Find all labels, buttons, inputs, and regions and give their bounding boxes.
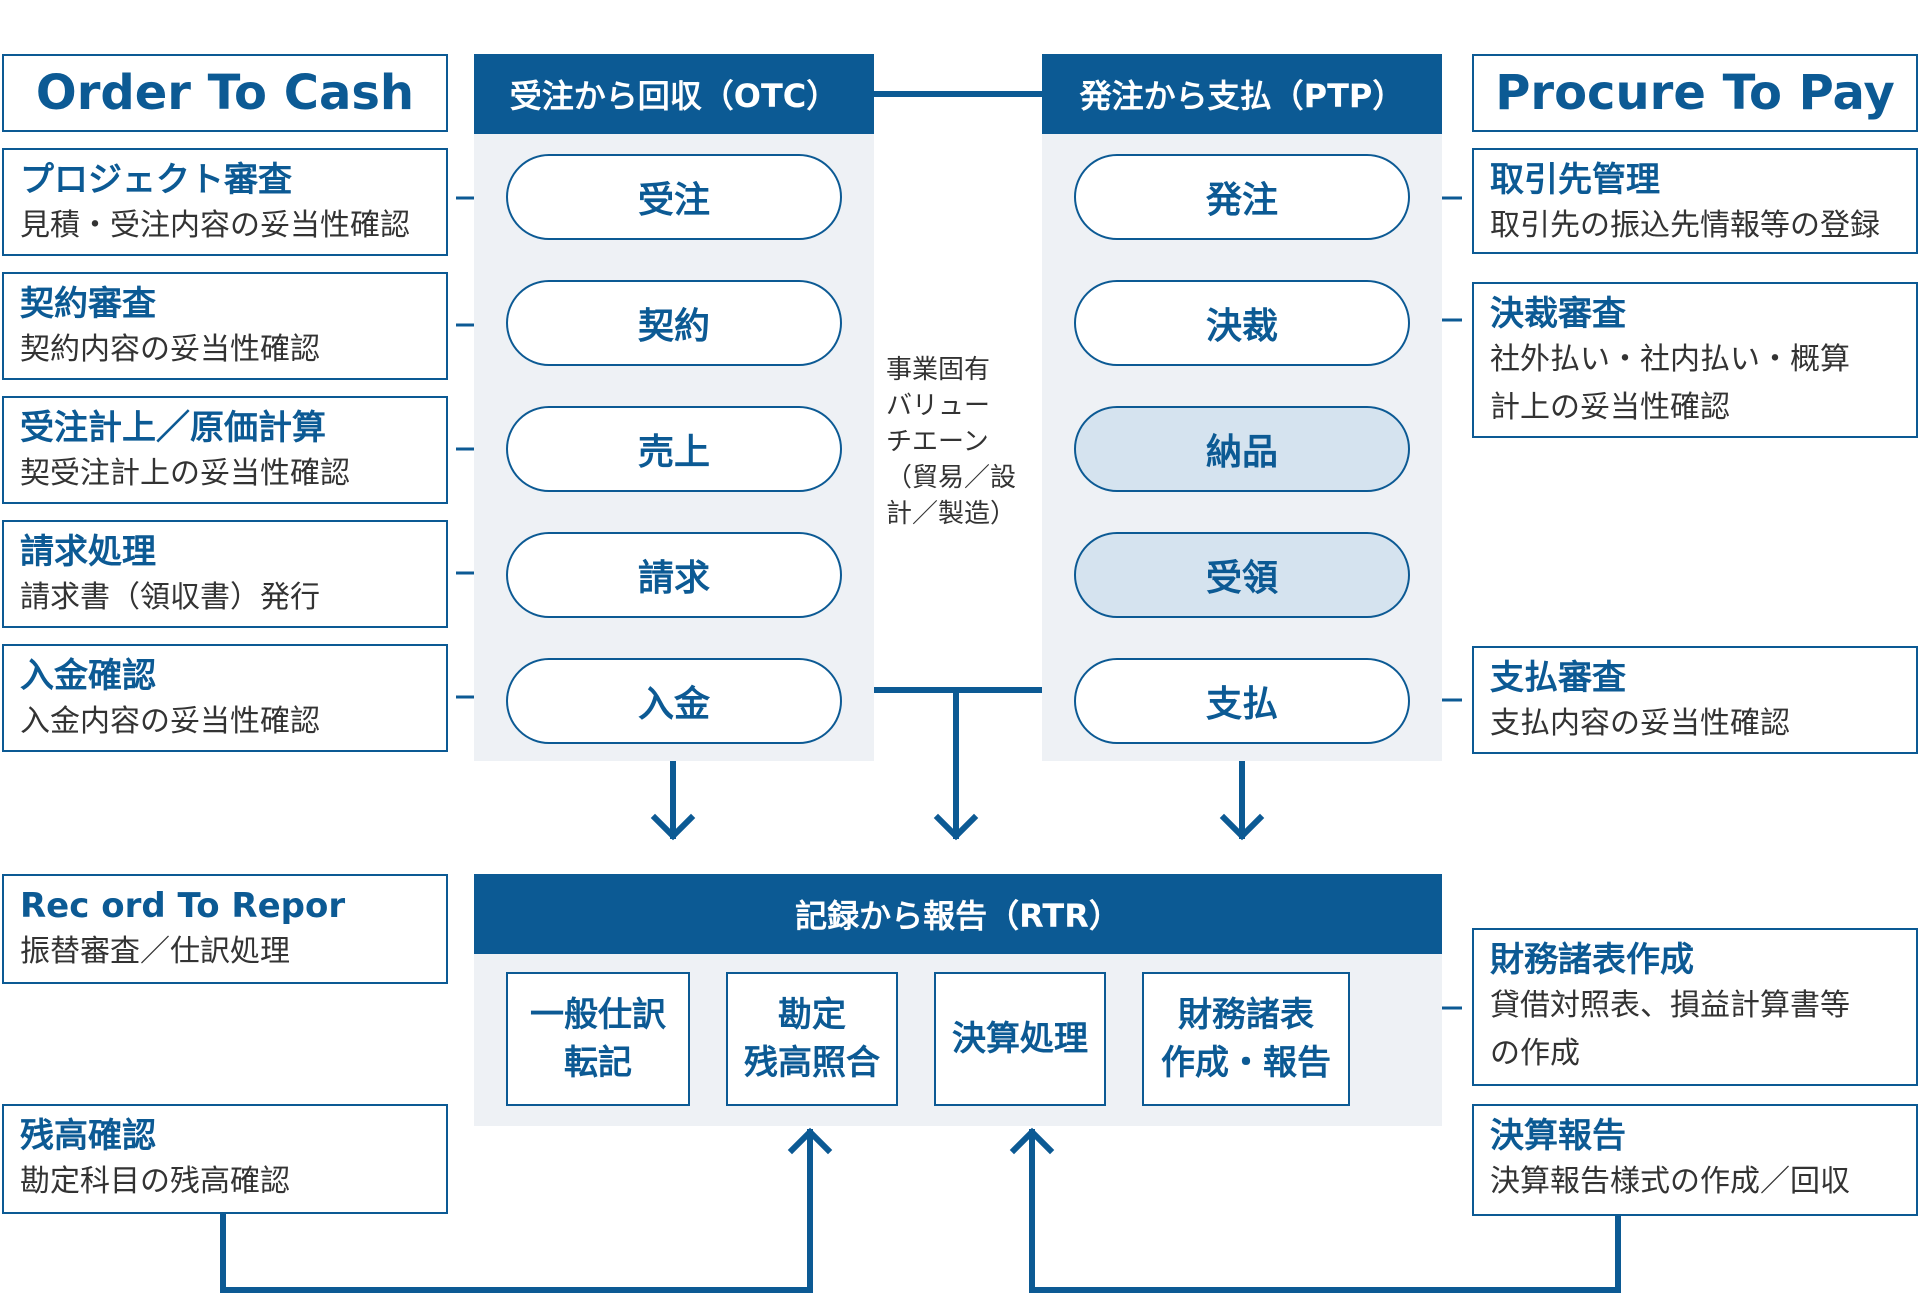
- ptp-check-3: 支払審査 支払内容の妥当性確認: [1472, 646, 1918, 754]
- check-desc: 支払内容の妥当性確認: [1490, 706, 1790, 741]
- otc-header: 受注から回収（OTC）: [474, 54, 874, 134]
- otc-down-arrow-head: [650, 813, 696, 841]
- check-title: 請求処理: [20, 532, 156, 572]
- rtr-header: 記録から報告（RTR）: [474, 874, 1442, 954]
- check-desc: 契受注計上の妥当性確認: [20, 456, 350, 491]
- value-chain-arrow-head: [933, 813, 979, 841]
- closing-feedback-line: [1029, 1129, 1621, 1293]
- check-title: Rec ord To Repor: [20, 886, 346, 926]
- ptp-step-purchase-order: 発注: [1074, 154, 1410, 240]
- rtr-left-check-2: 残高確認 勘定科目の残高確認: [2, 1104, 448, 1214]
- check-desc: 振替審査／仕訳処理: [20, 934, 290, 969]
- check-desc: 見積・受注内容の妥当性確認: [20, 208, 410, 243]
- ptp-header: 発注から支払（PTP）: [1042, 54, 1442, 134]
- rtr-right-check-1: 財務諸表作成 貸借対照表、損益計算書等 の作成: [1472, 928, 1918, 1086]
- ptp-down-arrow-head: [1219, 813, 1265, 841]
- check-title: 取引先管理: [1490, 160, 1660, 200]
- check-desc: 契約内容の妥当性確認: [20, 332, 320, 367]
- otc-step-order: 受注: [506, 154, 842, 240]
- check-title: 受注計上／原価計算: [20, 408, 326, 448]
- check-title: 財務諸表作成: [1490, 940, 1694, 980]
- check-title: 残高確認: [20, 1116, 156, 1156]
- rtr-step-balance-reconciliation: 勘定 残高照合: [726, 972, 898, 1106]
- otc-step-payment-received: 入金: [506, 658, 842, 744]
- ptp-step-approval: 決裁: [1074, 280, 1410, 366]
- check-desc: 勘定科目の残高確認: [20, 1164, 290, 1199]
- otc-step-contract: 契約: [506, 280, 842, 366]
- check-title: 入金確認: [20, 656, 156, 696]
- rtr-left-check-1: Rec ord To Repor 振替審査／仕訳処理: [2, 874, 448, 984]
- otc-check-3: 受注計上／原価計算 契受注計上の妥当性確認: [2, 396, 448, 504]
- check-title: 決算報告: [1490, 1116, 1626, 1156]
- otc-side-title: Order To Cash: [35, 65, 415, 121]
- value-chain-label: 事業固有 バリュー チエーン （貿易／設 計／製造）: [886, 355, 1017, 529]
- otc-step-sales: 売上: [506, 406, 842, 492]
- ptp-step-delivery: 納品: [1074, 406, 1410, 492]
- check-title: 決裁審査: [1490, 294, 1626, 334]
- otc-check-4: 請求処理 請求書（領収書）発行: [2, 520, 448, 628]
- closing-feedback-arrow-head: [1009, 1127, 1055, 1155]
- ptp-side-title: Procure To Pay: [1495, 65, 1895, 121]
- check-desc: 貸借対照表、損益計算書等 の作成: [1490, 988, 1850, 1071]
- rtr-step-journal-posting: 一般仕訳 転記: [506, 972, 690, 1106]
- otc-title-box: Order To Cash: [2, 54, 448, 132]
- rtr-step-financial-reporting: 財務諸表 作成・報告: [1142, 972, 1350, 1106]
- check-desc: 請求書（領収書）発行: [20, 580, 320, 615]
- ptp-check-1: 取引先管理 取引先の振込先情報等の登録: [1472, 148, 1918, 254]
- check-desc: 決算報告様式の作成／回収: [1490, 1164, 1850, 1199]
- rtr-right-check-2: 決算報告 決算報告様式の作成／回収: [1472, 1104, 1918, 1216]
- check-title: 支払審査: [1490, 658, 1626, 698]
- otc-check-1: プロジェクト審査 見積・受注内容の妥当性確認: [2, 148, 448, 256]
- ptp-title-box: Procure To Pay: [1472, 54, 1918, 132]
- otc-check-5: 入金確認 入金内容の妥当性確認: [2, 644, 448, 752]
- check-desc: 入金内容の妥当性確認: [20, 704, 320, 739]
- check-desc: 取引先の振込先情報等の登録: [1490, 208, 1880, 243]
- otc-check-2: 契約審査 契約内容の妥当性確認: [2, 272, 448, 380]
- check-title: 契約審査: [20, 284, 156, 324]
- rtr-step-closing: 決算処理: [934, 972, 1106, 1106]
- ptp-step-payment: 支払: [1074, 658, 1410, 744]
- check-title: プロジェクト審査: [20, 160, 292, 200]
- balance-feedback-line: [220, 1129, 813, 1293]
- otc-step-invoice: 請求: [506, 532, 842, 618]
- check-desc: 社外払い・社内払い・概算 計上の妥当性確認: [1490, 342, 1850, 425]
- ptp-check-2: 決裁審査 社外払い・社内払い・概算 計上の妥当性確認: [1472, 282, 1918, 438]
- ptp-step-receipt: 受領: [1074, 532, 1410, 618]
- balance-feedback-arrow-head: [787, 1127, 833, 1155]
